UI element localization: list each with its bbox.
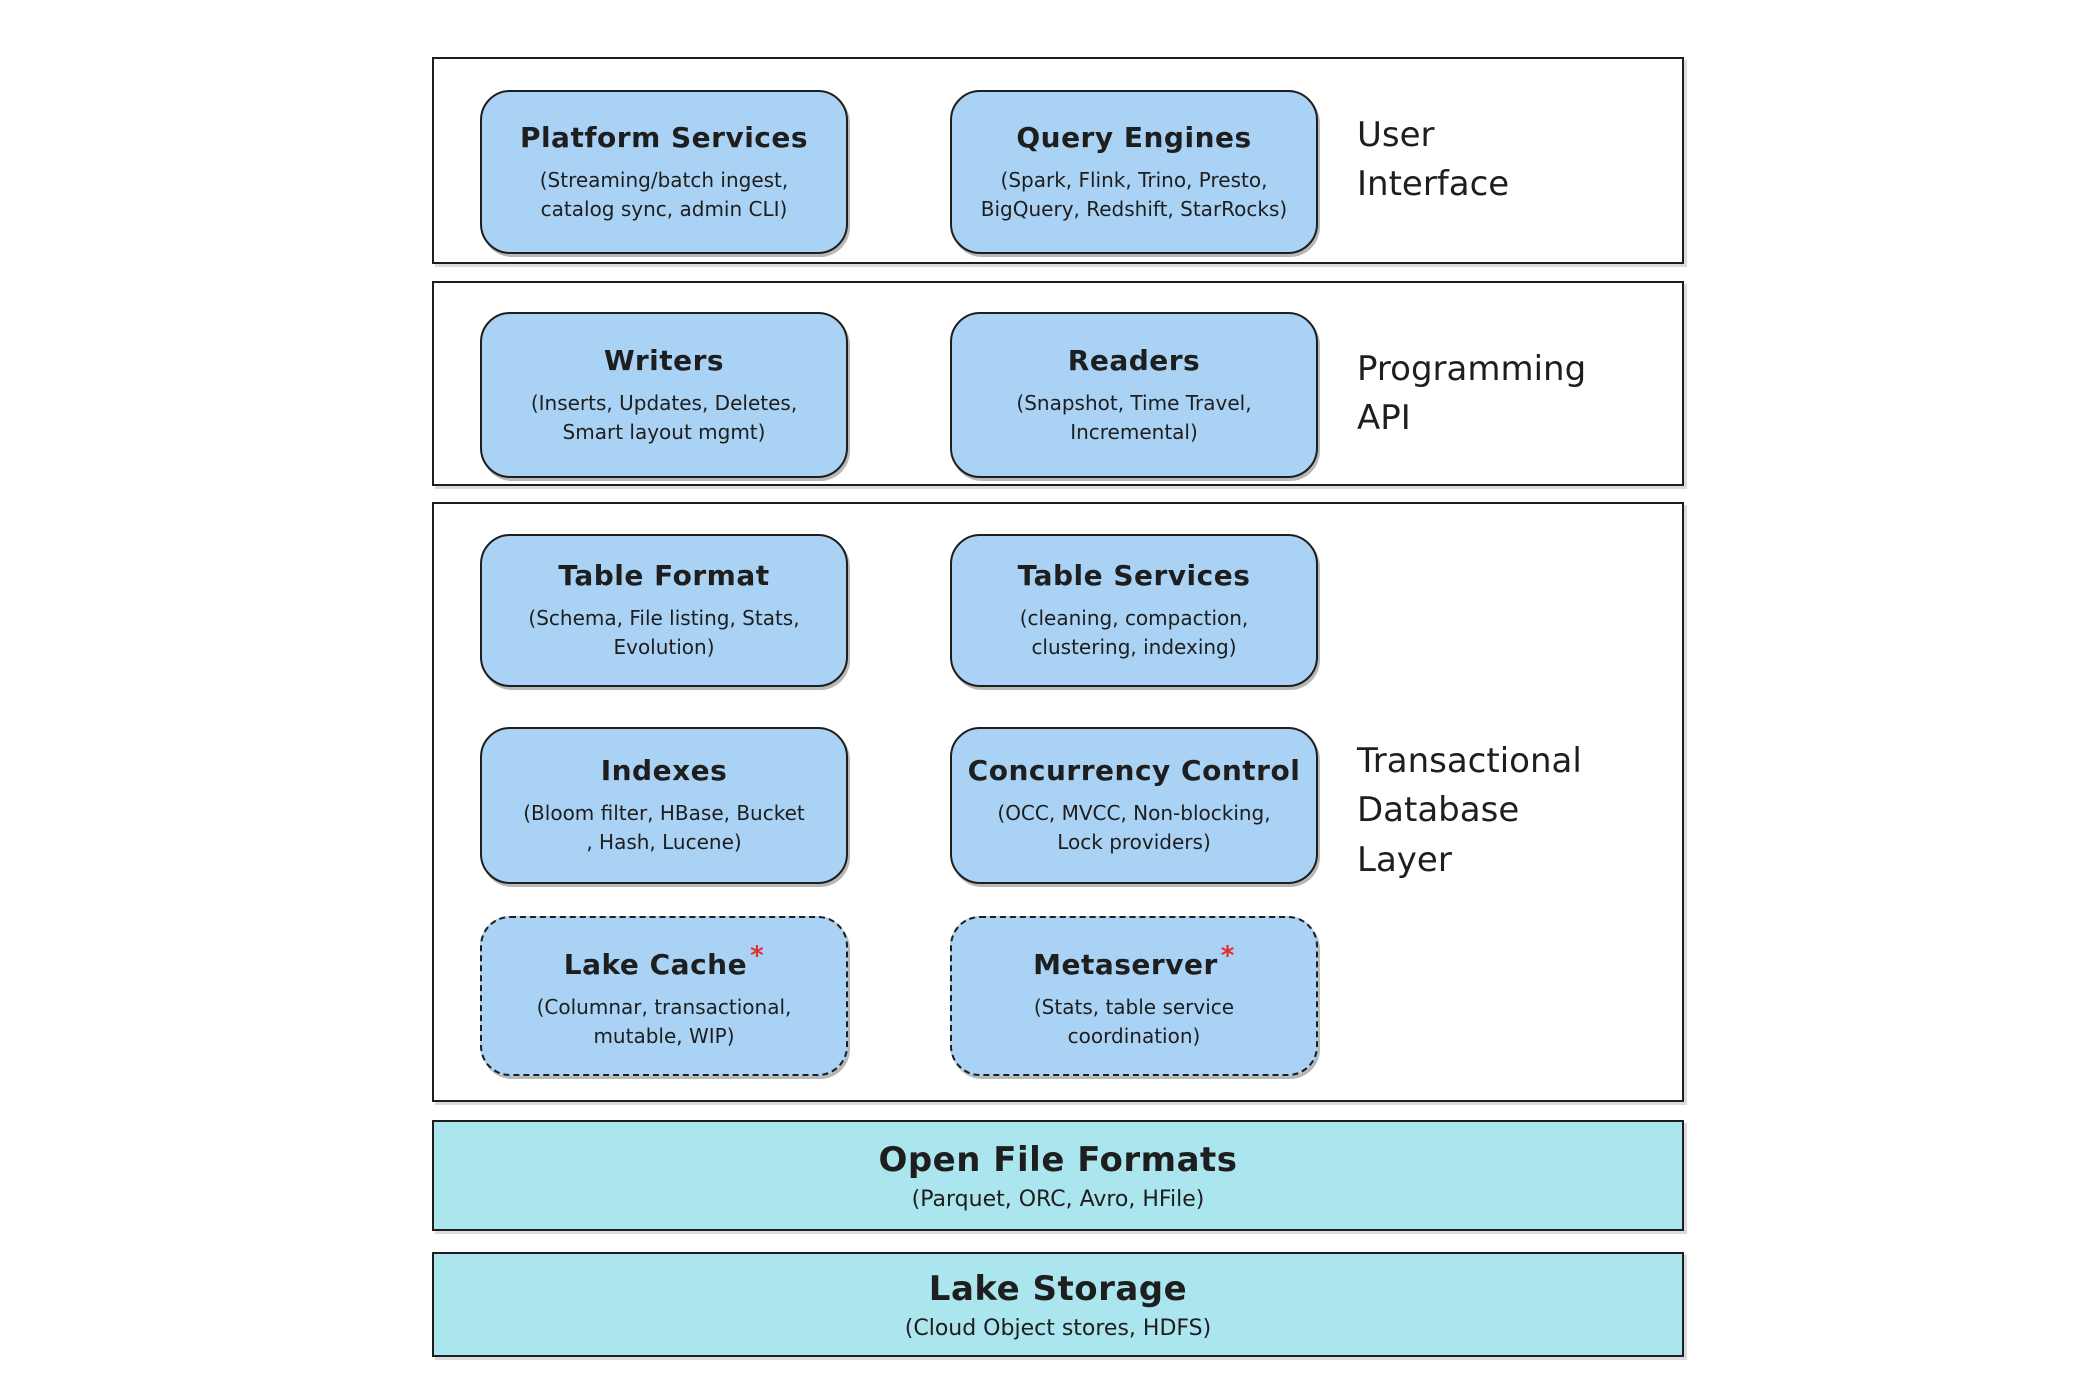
box-subtitle-platform-services: (Streaming/batch ingest, catalog sync, a… — [539, 167, 789, 221]
band-subtitle-open-file-formats: (Parquet, ORC, Avro, HFile) — [911, 1186, 1205, 1212]
box-title-text: Lake Cache — [563, 948, 748, 981]
box-subtitle-query-engines: (Spark, Flink, Trino, Presto, BigQuery, … — [980, 167, 1288, 221]
box-indexes: Indexes (Bloom filter, HBase, Bucket , H… — [480, 727, 848, 884]
band-lake-storage: Lake Storage (Cloud Object stores, HDFS) — [432, 1252, 1684, 1357]
box-readers: Readers (Snapshot, Time Travel, Incremen… — [950, 312, 1318, 478]
box-title-concurrency-control: Concurrency Control — [967, 754, 1301, 787]
box-table-format: Table Format (Schema, File listing, Stat… — [480, 534, 848, 687]
layer-label-transactional-database-layer: Transactional Database Layer — [1357, 741, 1582, 880]
box-subtitle-table-format: (Schema, File listing, Stats, Evolution) — [528, 606, 800, 659]
box-lake-cache: Lake Cache* (Columnar, transactional, mu… — [480, 916, 848, 1076]
box-subtitle-indexes: (Bloom filter, HBase, Bucket , Hash, Luc… — [523, 801, 805, 854]
box-title-lake-cache: Lake Cache* — [564, 941, 764, 981]
box-title-metaserver: Metaserver* — [1033, 941, 1235, 981]
box-subtitle-lake-cache: (Columnar, transactional, mutable, WIP) — [536, 995, 792, 1048]
section-transactional-database-layer: Table Format (Schema, File listing, Stat… — [432, 502, 1684, 1102]
box-subtitle-concurrency-control: (OCC, MVCC, Non-blocking, Lock providers… — [997, 801, 1271, 854]
wip-asterisk: * — [750, 941, 765, 971]
box-writers: Writers (Inserts, Updates, Deletes, Smar… — [480, 312, 848, 478]
box-title-indexes: Indexes — [600, 754, 728, 787]
box-metaserver: Metaserver* (Stats, table service coordi… — [950, 916, 1318, 1076]
box-title-table-services: Table Services — [1017, 559, 1251, 592]
box-title-platform-services: Platform Services — [519, 120, 809, 154]
wip-asterisk: * — [1220, 941, 1235, 971]
box-title-query-engines: Query Engines — [1016, 120, 1252, 154]
box-query-engines: Query Engines (Spark, Flink, Trino, Pres… — [950, 90, 1318, 254]
box-title-readers: Readers — [1067, 343, 1201, 377]
box-subtitle-metaserver: (Stats, table service coordination) — [1033, 995, 1235, 1048]
band-subtitle-lake-storage: (Cloud Object stores, HDFS) — [904, 1315, 1212, 1341]
box-concurrency-control: Concurrency Control (OCC, MVCC, Non-bloc… — [950, 727, 1318, 884]
section-user-interface: Platform Services (Streaming/batch inges… — [432, 57, 1684, 264]
box-title-text: Metaserver — [1033, 948, 1218, 981]
band-open-file-formats: Open File Formats (Parquet, ORC, Avro, H… — [432, 1120, 1684, 1231]
layer-label-programming-api: Programming API — [1357, 349, 1587, 439]
layer-label-user-interface: User Interface — [1357, 115, 1510, 205]
box-subtitle-writers: (Inserts, Updates, Deletes, Smart layout… — [530, 390, 798, 444]
band-title-lake-storage: Lake Storage — [928, 1268, 1188, 1309]
box-title-table-format: Table Format — [558, 559, 770, 592]
box-table-services: Table Services (cleaning, compaction, cl… — [950, 534, 1318, 687]
box-platform-services: Platform Services (Streaming/batch inges… — [480, 90, 848, 254]
section-programming-api: Writers (Inserts, Updates, Deletes, Smar… — [432, 281, 1684, 486]
band-title-open-file-formats: Open File Formats — [878, 1139, 1238, 1180]
box-subtitle-readers: (Snapshot, Time Travel, Incremental) — [1016, 390, 1252, 444]
box-subtitle-table-services: (cleaning, compaction, clustering, index… — [1019, 606, 1249, 659]
box-title-writers: Writers — [603, 343, 725, 377]
